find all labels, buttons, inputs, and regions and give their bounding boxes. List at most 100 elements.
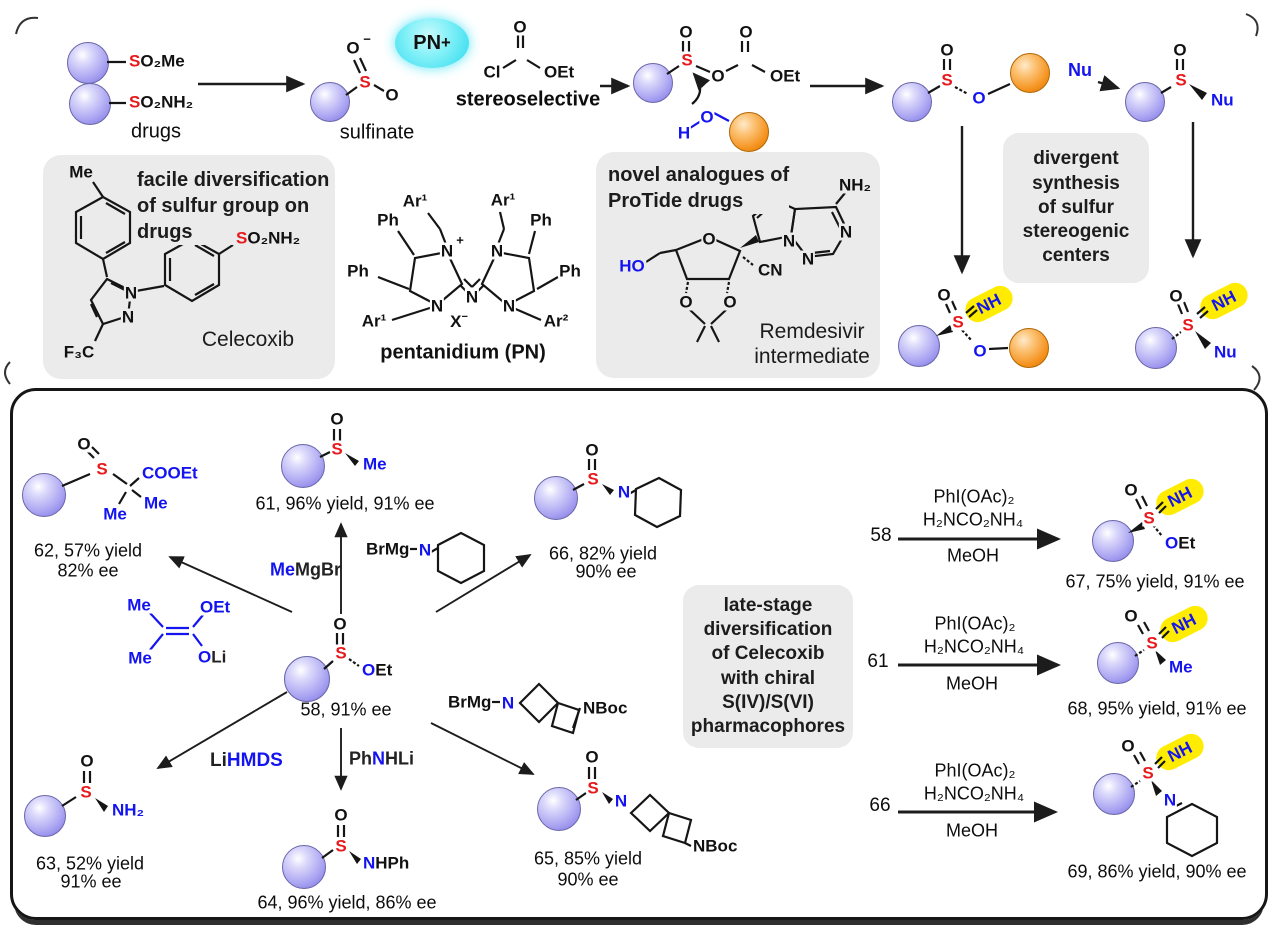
oxygen-atom: O xyxy=(1168,286,1184,306)
chloroformate-bonds xyxy=(502,34,541,69)
c64-bonds xyxy=(321,825,361,864)
oxygen-atom: O xyxy=(584,747,600,767)
c68-sphere xyxy=(1097,642,1139,684)
c66-caption: 66, 82% yield xyxy=(548,543,658,564)
oxygen-atom: O xyxy=(710,66,726,86)
nitrogen-atom: N xyxy=(439,241,455,261)
oxygen-atom: O xyxy=(1123,480,1139,500)
oet-group: OEt xyxy=(1164,533,1197,553)
sulfoximine-sphere xyxy=(1135,327,1177,369)
oxidant-label: PhI(OAc)₂ xyxy=(933,486,1015,507)
sulfur-atom: S xyxy=(79,782,93,802)
oxygen-atom: O xyxy=(584,440,600,460)
celecoxib-structure xyxy=(74,181,234,342)
reagent-memgbr: MeMgBr xyxy=(270,560,341,581)
nitrogen-atom: N xyxy=(781,231,797,251)
phenyl-group: Ph xyxy=(376,210,400,230)
c61-caption: 61, 96% yield, 91% ee xyxy=(255,493,435,514)
c62-caption: 62, 57% yield xyxy=(33,540,143,561)
solvent-label: MeOH xyxy=(945,673,999,694)
nitrogen-atom: N xyxy=(1162,790,1178,810)
oxygen-atom: O xyxy=(333,805,349,825)
reactant-number: 61 xyxy=(867,651,889,673)
c63-caption: 63, 52% yield xyxy=(35,853,145,874)
c68-caption: 68, 95% yield, 91% ee xyxy=(1067,698,1247,719)
sulfur-atom: S xyxy=(95,459,109,479)
plus-charge: + xyxy=(456,232,464,248)
x-label: X xyxy=(450,311,462,331)
nucleophile-label: Nu xyxy=(1210,90,1235,110)
so2nh2-group: SO₂NH₂ xyxy=(235,228,302,248)
methyl-group: Me xyxy=(143,493,169,513)
sulfur-atom: S xyxy=(1141,763,1155,783)
c61-bonds xyxy=(319,429,359,466)
pentanidium-catalyst-badge: PN+ xyxy=(395,18,469,68)
c67-sphere xyxy=(1092,520,1134,562)
lithium-label: Li xyxy=(211,647,227,667)
oxygen-atom: O xyxy=(362,660,376,680)
minus-charge: − xyxy=(363,31,371,47)
c65-bonds xyxy=(575,767,693,847)
ammonium-carbamate-label: H₂NCO₂NH₄ xyxy=(922,509,1024,530)
nitrogen-atom: N xyxy=(363,853,376,873)
c64-sphere xyxy=(282,845,326,889)
c61-sphere xyxy=(281,444,325,488)
stereoselective-label: stereoselective xyxy=(455,88,601,111)
methyl-part: Me xyxy=(270,559,296,580)
oxygen-atom: O xyxy=(972,341,988,361)
c66-bonds xyxy=(572,459,683,529)
nitrogen-atom: N xyxy=(613,791,629,811)
sulfinate-label: sulfinate xyxy=(339,121,415,144)
c65-caption: 65, 85% yield xyxy=(533,848,643,869)
sulfur-atom: S xyxy=(1181,315,1195,335)
methyl-group: Me xyxy=(126,595,152,615)
sulfur-atom: S xyxy=(940,70,954,90)
sulfur-atom: S xyxy=(1145,633,1159,653)
nucleophile-label: Nu xyxy=(1213,342,1238,362)
oxygen-atom: O xyxy=(79,751,95,771)
tag-rest: O₂Me xyxy=(140,51,185,71)
oxygen-atom: O xyxy=(1172,40,1188,60)
sulfur-atom: S xyxy=(129,92,141,112)
minus-charge: − xyxy=(461,311,468,324)
nitrogen-atom: N xyxy=(800,249,816,269)
c68-bonds xyxy=(1134,621,1170,665)
nhph-group: NHPh xyxy=(362,853,411,873)
oxygen-atom: O xyxy=(76,434,92,454)
sulfonimidate-o-sphere xyxy=(1009,328,1049,368)
sulfur-atom: S xyxy=(330,439,344,459)
bottom-panel-border xyxy=(10,388,1268,920)
tag-rest: O₂NH₂ xyxy=(140,92,194,112)
hph-part: HPh xyxy=(375,853,410,873)
oxygen-atom: O xyxy=(971,88,987,108)
sulfur-atom: S xyxy=(586,778,600,798)
nboc-group: NBoc xyxy=(582,698,629,718)
hydroxyl-group: HO xyxy=(618,256,646,276)
ethyl-label: Et xyxy=(375,660,393,680)
alcohol-sphere xyxy=(729,112,769,152)
c58-caption: 58, 91% ee xyxy=(300,699,392,720)
oet-group: OEt xyxy=(543,62,576,82)
counterion: X− xyxy=(449,312,469,330)
nitrogen-atom: N xyxy=(500,693,516,713)
c65-caption: 90% ee xyxy=(557,869,619,890)
c67-bonds xyxy=(1128,495,1167,537)
nitrogen-atom: N xyxy=(464,287,480,307)
phenyl-group: Ph xyxy=(558,261,582,281)
ester-sphere xyxy=(892,82,932,122)
sulfoxide-sphere xyxy=(1125,82,1165,122)
oxygen-atom: O xyxy=(1165,533,1179,553)
sulfur-atom: S xyxy=(358,72,372,92)
oxygen-atom: O xyxy=(699,107,715,127)
ar1-group: Ar¹ xyxy=(489,190,517,210)
ar2-group: Ar² xyxy=(542,311,570,331)
c62-sphere xyxy=(22,473,66,517)
reagent-brmg: BrMg xyxy=(447,692,493,712)
nboc-group: NBoc xyxy=(692,836,739,856)
sulfur-atom: S xyxy=(236,228,248,248)
reagent-phnhli: PhNHLi xyxy=(349,749,414,770)
sulfonimidate-bonds xyxy=(936,300,1009,351)
oxygen-atom: O xyxy=(939,40,955,60)
mixed-anhydride-bonds xyxy=(666,41,766,105)
